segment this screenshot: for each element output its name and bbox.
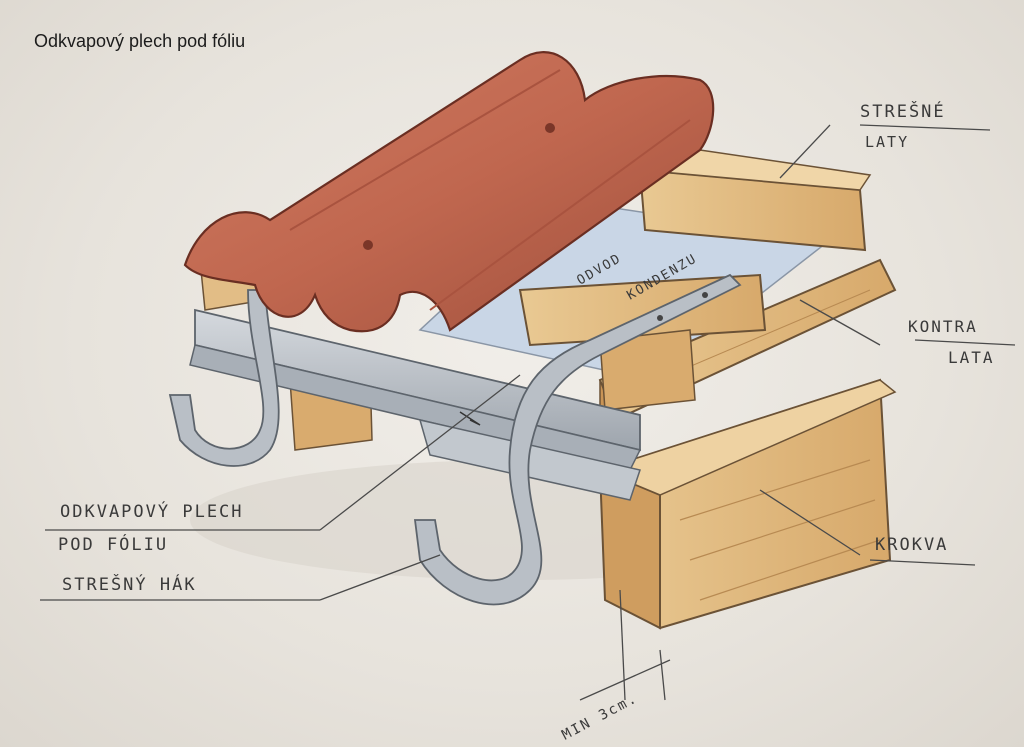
leader-lines [40, 124, 1016, 701]
label-kontra-lata-line1: KONTRA [908, 317, 978, 336]
label-odkvapovy-plech-line1: ODKVAPOVÝ PLECH [60, 500, 244, 522]
label-strecne-laty-line1: STREŠNÉ [860, 100, 946, 122]
label-strecne-laty-line2: LATY [865, 133, 909, 151]
dimension-label: MIN 3cm. [559, 690, 640, 743]
label-stresny-hak: STREŠNÝ HÁK [62, 573, 197, 595]
page-title: Odkvapový plech pod fóliu [34, 31, 246, 51]
label-odkvapovy-plech-line2: POD FÓLIU [58, 533, 168, 555]
label-krokva: KROKVA [875, 535, 948, 555]
roof-tile [183, 51, 715, 333]
rafter [597, 378, 897, 630]
roof-hooks [168, 273, 742, 606]
label-kontra-lata-line2: LATA [948, 348, 995, 367]
